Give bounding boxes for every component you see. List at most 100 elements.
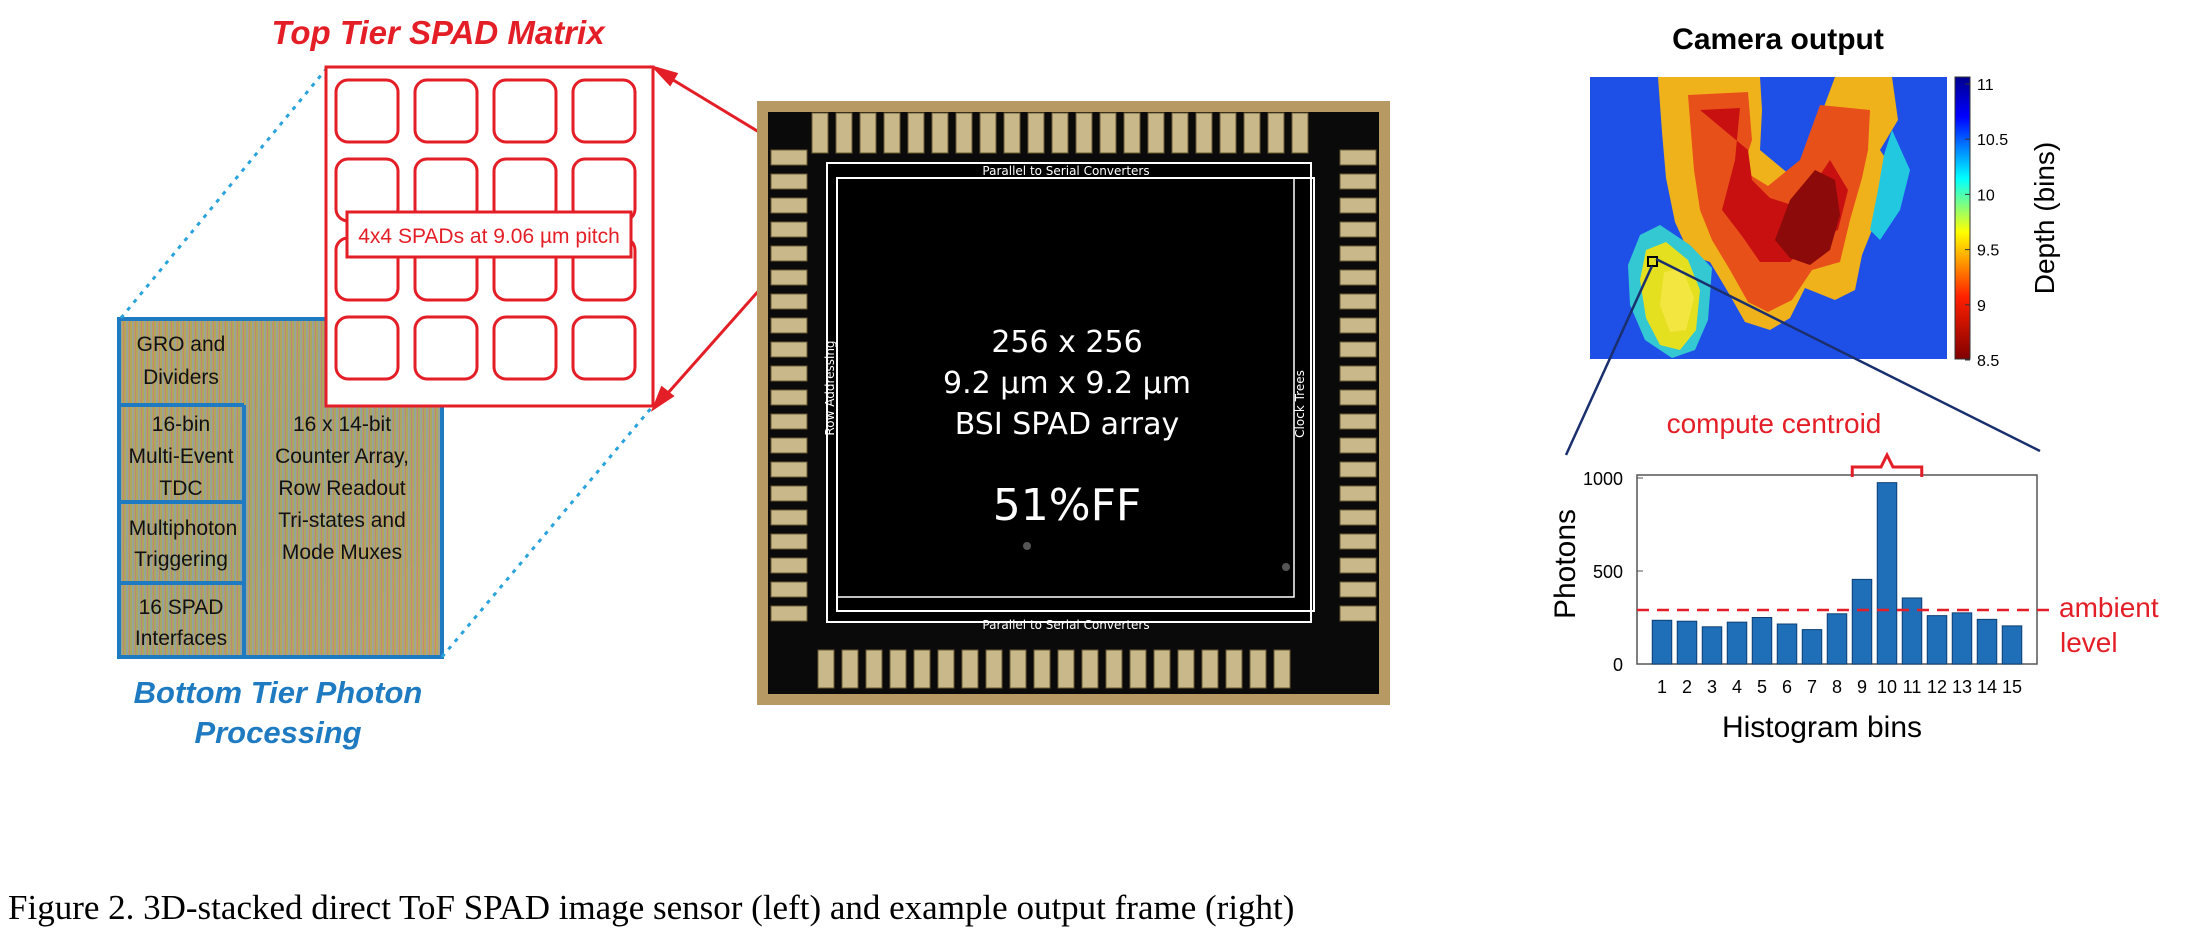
x-tick-label: 3 bbox=[1707, 677, 1717, 697]
histogram-ylabel: Photons bbox=[1549, 509, 1582, 619]
block-tdc-line1: 16-bin bbox=[152, 413, 210, 436]
die-fill-factor: 51%FF bbox=[993, 480, 1141, 531]
bond-pad bbox=[770, 293, 808, 310]
top-tier-title: Top Tier SPAD Matrix bbox=[271, 14, 606, 51]
bond-pad bbox=[883, 112, 901, 154]
bond-pad bbox=[979, 112, 997, 154]
die-right-label: Clock Trees bbox=[1293, 370, 1307, 438]
bond-pad bbox=[1339, 293, 1377, 310]
bond-pad bbox=[1195, 112, 1213, 154]
ambient-label-line1: ambient bbox=[2059, 592, 2159, 623]
bond-pad bbox=[931, 112, 949, 154]
histogram-bar bbox=[1976, 618, 1998, 665]
bond-pad bbox=[770, 149, 808, 166]
bond-pad bbox=[770, 557, 808, 574]
bond-pad bbox=[1339, 605, 1377, 622]
die-pitch: 9.2 µm x 9.2 µm bbox=[943, 366, 1191, 401]
block-counter-line4: Tri-states and bbox=[278, 509, 406, 532]
bond-pad bbox=[770, 221, 808, 238]
block-tdc-line3: TDC bbox=[159, 477, 202, 500]
bond-pad bbox=[1081, 649, 1099, 689]
bond-pad bbox=[770, 605, 808, 622]
block-gro-line1: GRO and bbox=[137, 333, 226, 356]
bond-pad bbox=[817, 649, 835, 689]
spad-cell bbox=[492, 315, 558, 381]
bond-pad bbox=[1171, 112, 1189, 154]
bond-pad bbox=[1339, 149, 1377, 166]
x-tick-label: 6 bbox=[1782, 677, 1792, 697]
bond-pad bbox=[985, 649, 1003, 689]
y-tick-label: 0 bbox=[1613, 655, 1623, 675]
x-tick-label: 8 bbox=[1832, 677, 1842, 697]
x-tick-label: 2 bbox=[1682, 677, 1692, 697]
bond-pad bbox=[770, 365, 808, 382]
bond-pad bbox=[770, 389, 808, 406]
x-tick-label: 9 bbox=[1857, 677, 1867, 697]
bond-pad bbox=[1273, 649, 1291, 689]
bond-pad bbox=[859, 112, 877, 154]
histogram-bar bbox=[1901, 597, 1923, 665]
bond-pad bbox=[1339, 413, 1377, 430]
histogram-bar bbox=[1826, 613, 1848, 665]
die-array-type: BSI SPAD array bbox=[955, 407, 1180, 442]
bottom-tier-title-line1: Bottom Tier Photon bbox=[134, 675, 423, 710]
block-counter-line2: Counter Array, bbox=[275, 445, 409, 468]
x-tick-label: 12 bbox=[1927, 677, 1947, 697]
x-tick-label: 13 bbox=[1952, 677, 1972, 697]
bond-pad bbox=[1099, 112, 1117, 154]
bond-pad bbox=[1201, 649, 1219, 689]
bond-pad bbox=[1267, 112, 1285, 154]
bond-pad bbox=[1339, 269, 1377, 286]
bond-pad bbox=[770, 269, 808, 286]
ambient-label-line2: level bbox=[2060, 627, 2118, 658]
colorbar-tick-label: 9.5 bbox=[1977, 243, 1999, 260]
spad-cell bbox=[413, 315, 479, 381]
bond-pad bbox=[1243, 112, 1261, 154]
colorbar-tick-label: 9 bbox=[1977, 298, 1986, 315]
bond-pad bbox=[1291, 112, 1309, 154]
bond-pad bbox=[770, 485, 808, 502]
histogram-bar bbox=[1676, 620, 1698, 665]
histogram-bar bbox=[1951, 612, 1973, 665]
bond-pad bbox=[1339, 245, 1377, 262]
centroid-label: compute centroid bbox=[1667, 408, 1882, 439]
histogram-bar bbox=[1651, 619, 1673, 665]
bond-pad bbox=[907, 112, 925, 154]
bond-pad bbox=[1033, 649, 1051, 689]
histogram-bar bbox=[1876, 482, 1898, 665]
x-tick-label: 10 bbox=[1877, 677, 1897, 697]
spad-cell bbox=[571, 315, 637, 381]
bond-pad bbox=[1051, 112, 1069, 154]
bond-pad bbox=[1177, 649, 1195, 689]
bond-pad bbox=[961, 649, 979, 689]
bond-pad bbox=[1057, 649, 1075, 689]
bond-pad bbox=[770, 245, 808, 262]
bond-pad bbox=[1123, 112, 1141, 154]
histogram-bar bbox=[1926, 615, 1948, 665]
bond-pad bbox=[841, 649, 859, 689]
bond-pad bbox=[1339, 581, 1377, 598]
projection-lines-blue bbox=[119, 67, 654, 658]
bond-pad bbox=[1147, 112, 1165, 154]
bond-pad bbox=[1339, 317, 1377, 334]
bond-pad bbox=[1339, 533, 1377, 550]
bond-pad bbox=[1339, 365, 1377, 382]
bond-pad bbox=[1339, 389, 1377, 406]
bond-pad bbox=[1339, 509, 1377, 526]
block-counter-line3: Row Readout bbox=[278, 477, 405, 500]
bond-pad bbox=[1003, 112, 1021, 154]
bond-pad bbox=[770, 341, 808, 358]
bond-pad bbox=[1249, 649, 1267, 689]
bond-pad bbox=[1339, 461, 1377, 478]
die-top-label: Parallel to Serial Converters bbox=[982, 164, 1149, 178]
colorbar-label: Depth (bins) bbox=[2029, 142, 2060, 295]
x-tick-label: 11 bbox=[1903, 677, 1922, 697]
x-tick-label: 4 bbox=[1732, 677, 1742, 697]
bond-pad bbox=[1129, 649, 1147, 689]
spad-pitch-callout: 4x4 SPADs at 9.06 µm pitch bbox=[358, 225, 620, 248]
spad-cell bbox=[413, 78, 479, 144]
x-tick-label: 7 bbox=[1807, 677, 1817, 697]
block-tdc-line2: Multi-Event bbox=[128, 445, 233, 468]
bond-pad bbox=[1339, 557, 1377, 574]
spad-cell bbox=[571, 78, 637, 144]
